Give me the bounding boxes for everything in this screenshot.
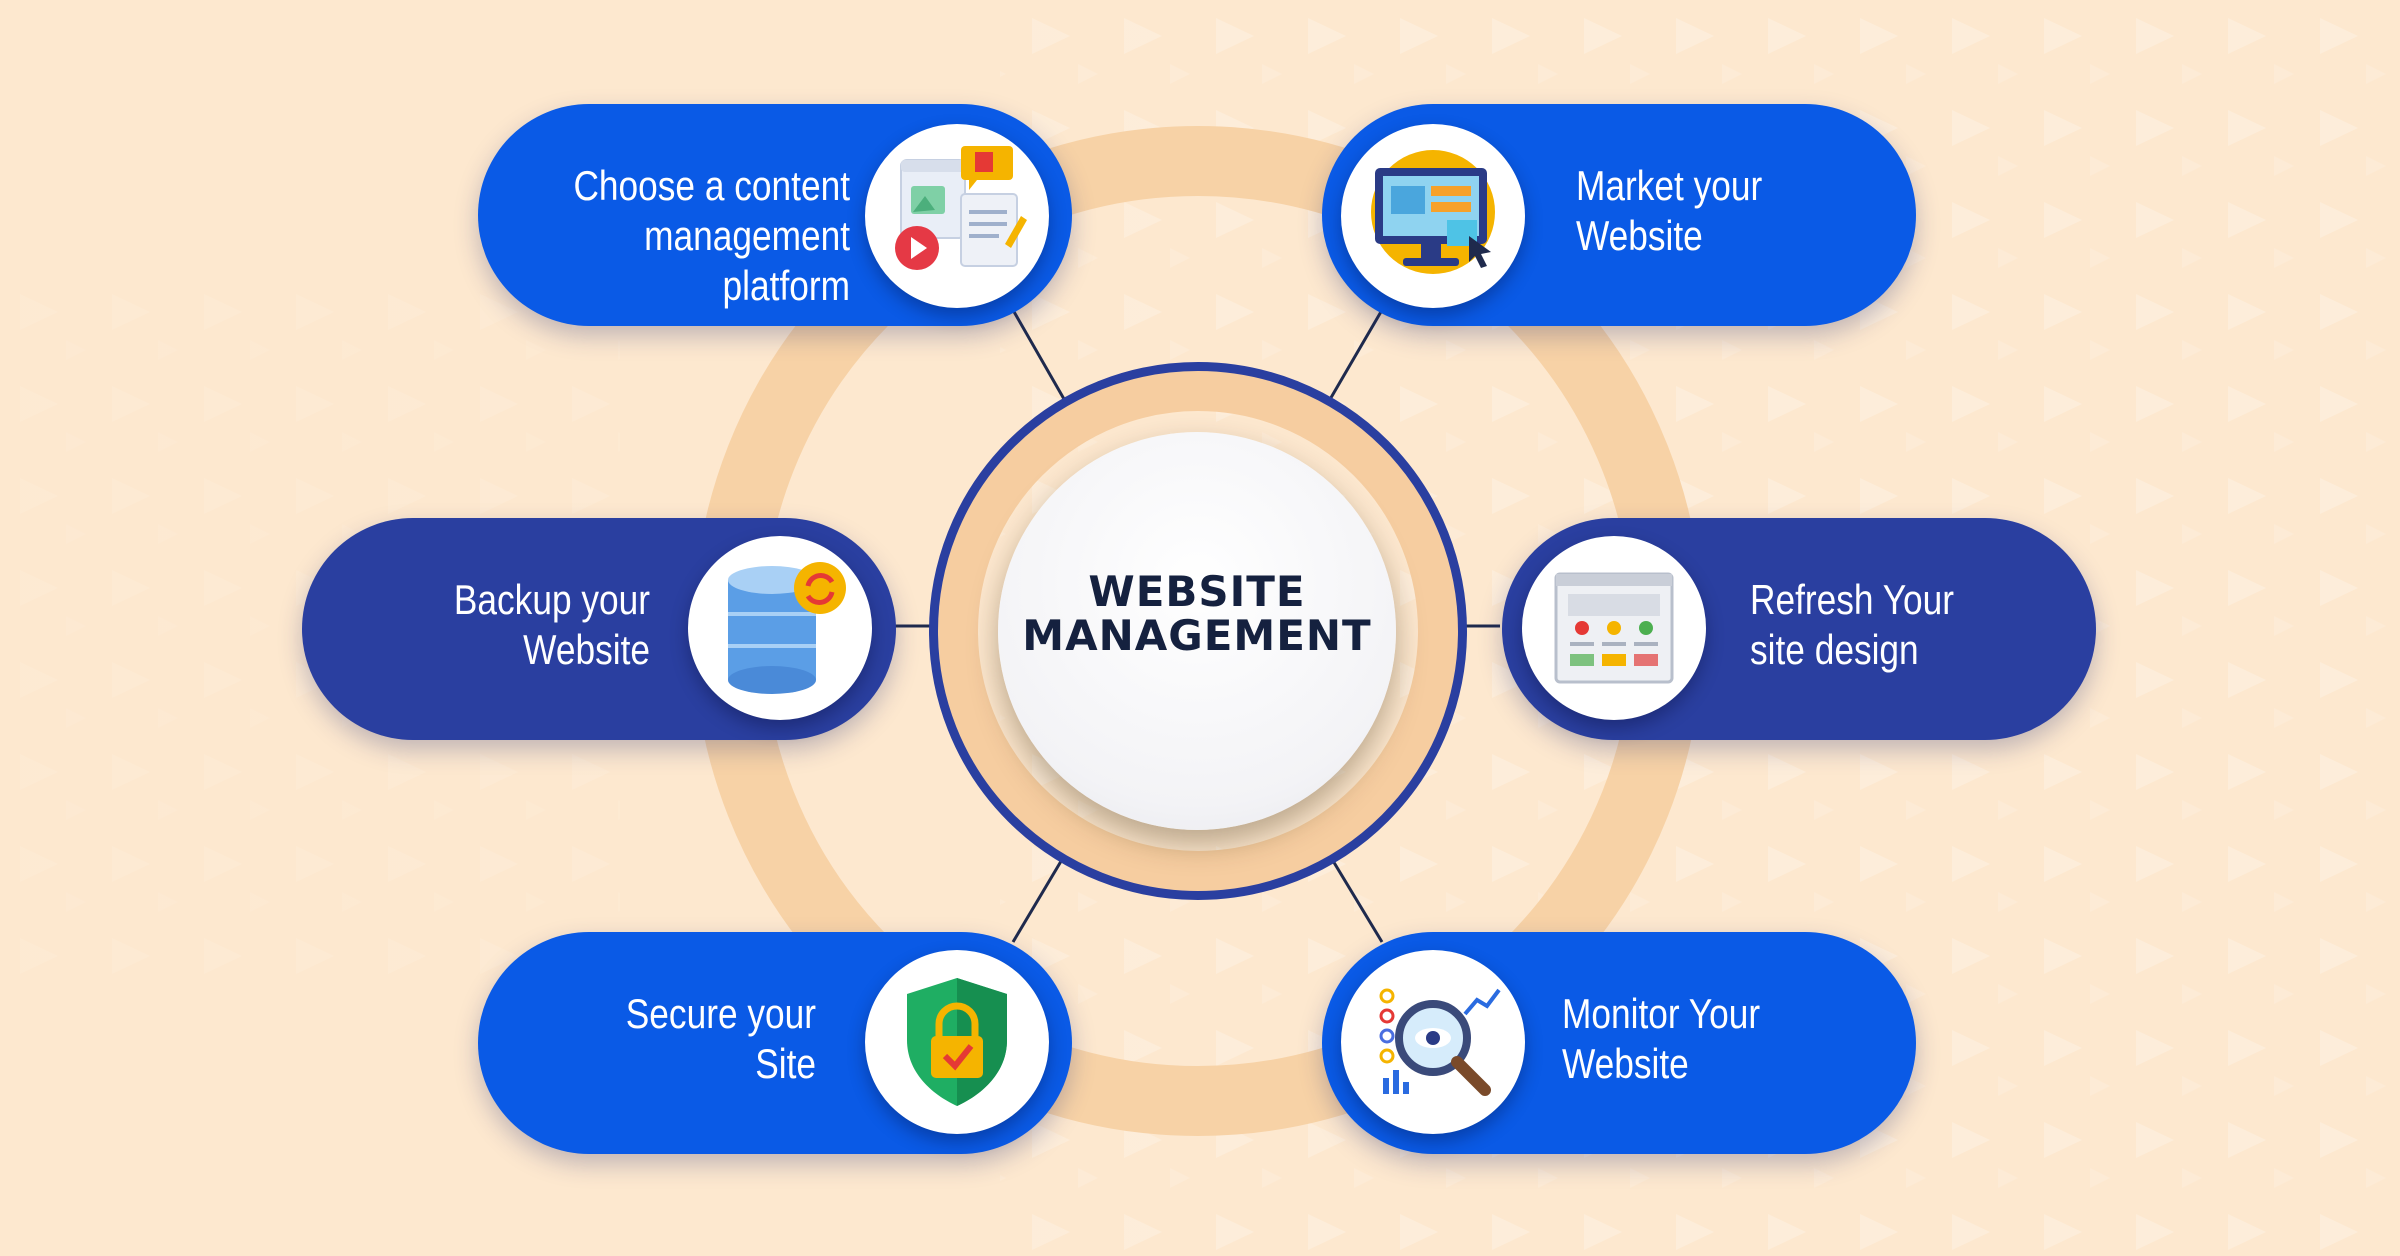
step-cms-label: Choose a content management platform (573, 162, 850, 309)
site-layout-icon (1522, 536, 1706, 720)
magnifier-analytics-icon (1341, 950, 1525, 1134)
hub-inner-ring (938, 371, 1458, 891)
monitor-marketing-icon (1341, 124, 1525, 308)
step-market-label: Market your Website (1576, 162, 1763, 259)
database-sync-icon (688, 536, 872, 720)
step-secure-label: Secure your Site (625, 990, 816, 1087)
content-management-icon (865, 124, 1049, 308)
center-title: WEBSITE MANAGEMENT (1022, 567, 1372, 660)
step-refresh-label: Refresh Your site design (1750, 576, 1954, 673)
center-hub (998, 432, 1396, 830)
step-backup-label: Backup your Website (453, 576, 650, 673)
shield-lock-icon (865, 950, 1049, 1134)
step-monitor-label: Monitor Your Website (1562, 990, 1761, 1087)
hub-ring (929, 362, 1467, 900)
